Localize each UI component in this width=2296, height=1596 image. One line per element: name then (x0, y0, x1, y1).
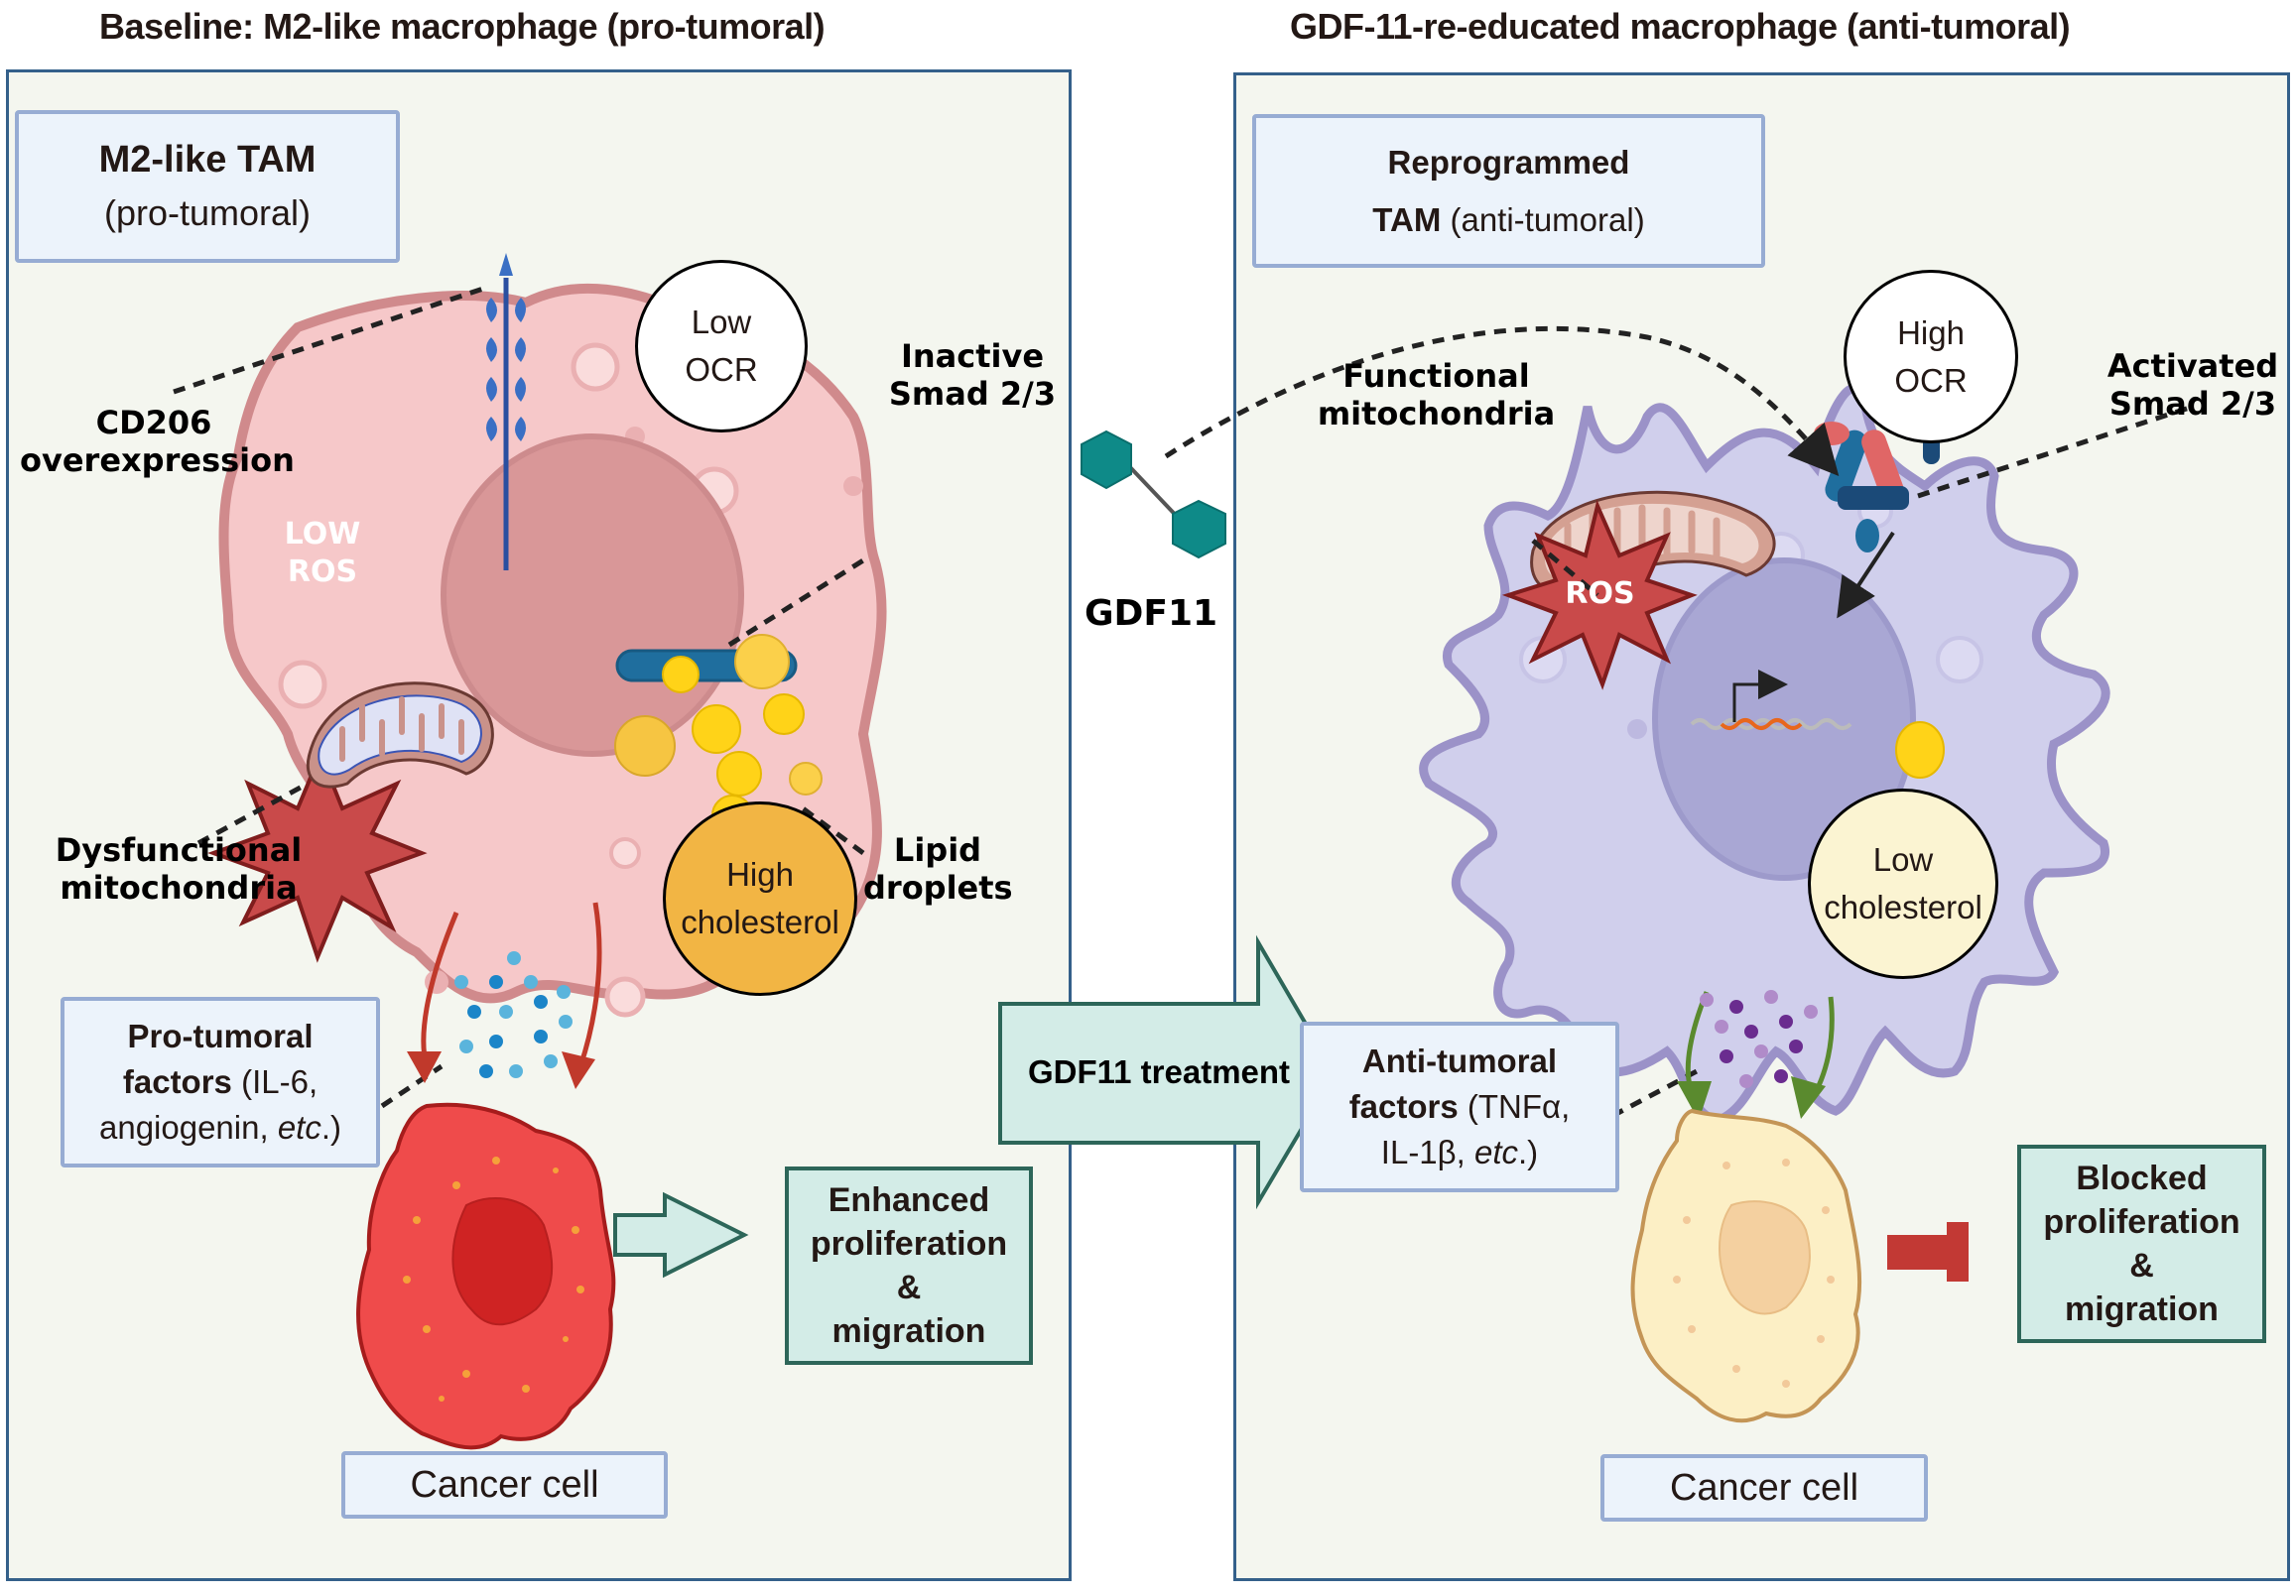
gdf11-molecule-icon (1081, 430, 1226, 559)
ocr-line-2: OCR (685, 351, 758, 388)
enhanced-arrow-icon (613, 1191, 749, 1279)
cholesterol-line-1: High (726, 856, 794, 893)
factors-etc: etc (277, 1109, 321, 1146)
secreted-factor-dots (1700, 990, 1818, 1088)
dysfunctional-mitochondria-icon (306, 681, 494, 789)
inactive-smad-annotation: Inactive Smad 2/3 (888, 337, 1057, 413)
reprogrammed-tam-label-box: Reprogrammed TAM (anti-tumoral) (1252, 114, 1765, 268)
high-ocr-circle: High OCR (1844, 270, 2018, 443)
pro-tumoral-secretion (407, 902, 602, 1089)
right-title: GDF-11-re-educated macrophage (anti-tumo… (1290, 6, 2071, 47)
anti-tumoral-cancer-cell (1630, 1108, 1862, 1423)
factors-list-2: angiogenin, (98, 1109, 278, 1146)
vesicle (571, 342, 620, 392)
vesicle (604, 976, 646, 1018)
high-cholesterol-circle: High cholesterol (663, 801, 857, 996)
enhanced-proliferation-box: Enhanced proliferation & migration (785, 1166, 1033, 1365)
reprogrammed-macrophage-cell (1419, 383, 2110, 1126)
activated-smad-annotation: Activated Smad 2/3 (2106, 347, 2279, 423)
pro-tumoral-cancer-cell (356, 1102, 616, 1450)
dna-gene-icon (1690, 670, 1852, 730)
factors-word: factors (1348, 1088, 1459, 1125)
low-ros-label: LOW ROS (284, 517, 361, 589)
gdf11-treatment-arrow (998, 934, 1338, 1210)
cholesterol-line-2: cholesterol (1824, 889, 1982, 925)
reprogrammed-nucleus (1652, 557, 1916, 881)
reprogrammed-label: Reprogrammed (1387, 143, 1630, 181)
lipid-droplets-icon (614, 634, 823, 836)
factors-list-1: (TNFα, (1458, 1088, 1571, 1125)
left-title: Baseline: M2-like macrophage (pro-tumora… (99, 6, 826, 47)
ocr-line-1: Low (691, 304, 752, 340)
lipid-droplet-icon (1895, 721, 1945, 779)
factors-word: factors (122, 1063, 232, 1100)
low-cholesterol-circle: Low cholesterol (1808, 789, 1998, 979)
cd206-receptor-icon (486, 253, 526, 570)
right-leader-lines (1164, 325, 2194, 1119)
vesicle (843, 476, 863, 496)
m2-tam-sublabel: (pro-tumoral) (103, 192, 312, 233)
dysfunctional-mitochondria-annotation: Dysfunctional mitochondria (55, 831, 303, 907)
gdf11-treatment-label: GDF11 treatment (1027, 1053, 1291, 1090)
functional-mitochondria-annotation: Functional mitochondria (1317, 357, 1556, 432)
ros-star-icon (1501, 499, 1698, 690)
cancer-cell-label-right: Cancer cell (1600, 1454, 1928, 1522)
ocr-line-2: OCR (1894, 361, 1968, 399)
anti-tumoral-secretion (1677, 990, 1835, 1121)
factors-end: .) (1518, 1134, 1539, 1170)
inhibition-icon (1887, 1222, 1969, 1282)
left-leader-lines (173, 285, 865, 1109)
anti-tumoral-sublabel: (anti-tumoral) (1441, 200, 1645, 238)
vesicle (278, 660, 327, 709)
lipid-droplets-annotation: Lipid droplets (863, 831, 1013, 907)
cholesterol-line-2: cholesterol (681, 904, 839, 940)
cholesterol-line-1: Low (1872, 841, 1934, 878)
ros-label: ROS (1565, 576, 1635, 611)
gdf11-label: GDF11 (1084, 593, 1218, 634)
pro-tumoral-factors-box: Pro-tumoral factors (IL-6, angiogenin, e… (61, 997, 380, 1167)
factors-title: Pro-tumoral (127, 1018, 314, 1054)
m2-tam-label-box: M2-like TAM (pro-tumoral) (15, 110, 400, 263)
factors-title: Anti-tumoral (1361, 1043, 1558, 1079)
factors-etc: etc (1473, 1134, 1519, 1170)
anti-tumoral-factors-box: Anti-tumoral factors (TNFα, IL-1β, etc.) (1300, 1022, 1619, 1192)
m2-nucleus (441, 433, 744, 757)
ocr-line-1: High (1897, 313, 1965, 351)
low-ros-star-icon (207, 748, 428, 963)
secreted-factor-dots (454, 951, 573, 1078)
tam-label: TAM (1372, 200, 1442, 238)
cd206-annotation: CD206 overexpression (20, 404, 295, 479)
factors-list-2: IL-1β, (1380, 1134, 1474, 1170)
low-ocr-circle: Low OCR (635, 260, 808, 432)
m2-tam-label: M2-like TAM (98, 139, 317, 181)
factors-list-1: (IL-6, (231, 1063, 319, 1100)
cancer-cell-label-left: Cancer cell (341, 1451, 668, 1519)
factors-end: .) (320, 1109, 342, 1146)
blocked-proliferation-box: Blocked proliferation & migration (2017, 1145, 2266, 1343)
vesicle (609, 837, 641, 869)
